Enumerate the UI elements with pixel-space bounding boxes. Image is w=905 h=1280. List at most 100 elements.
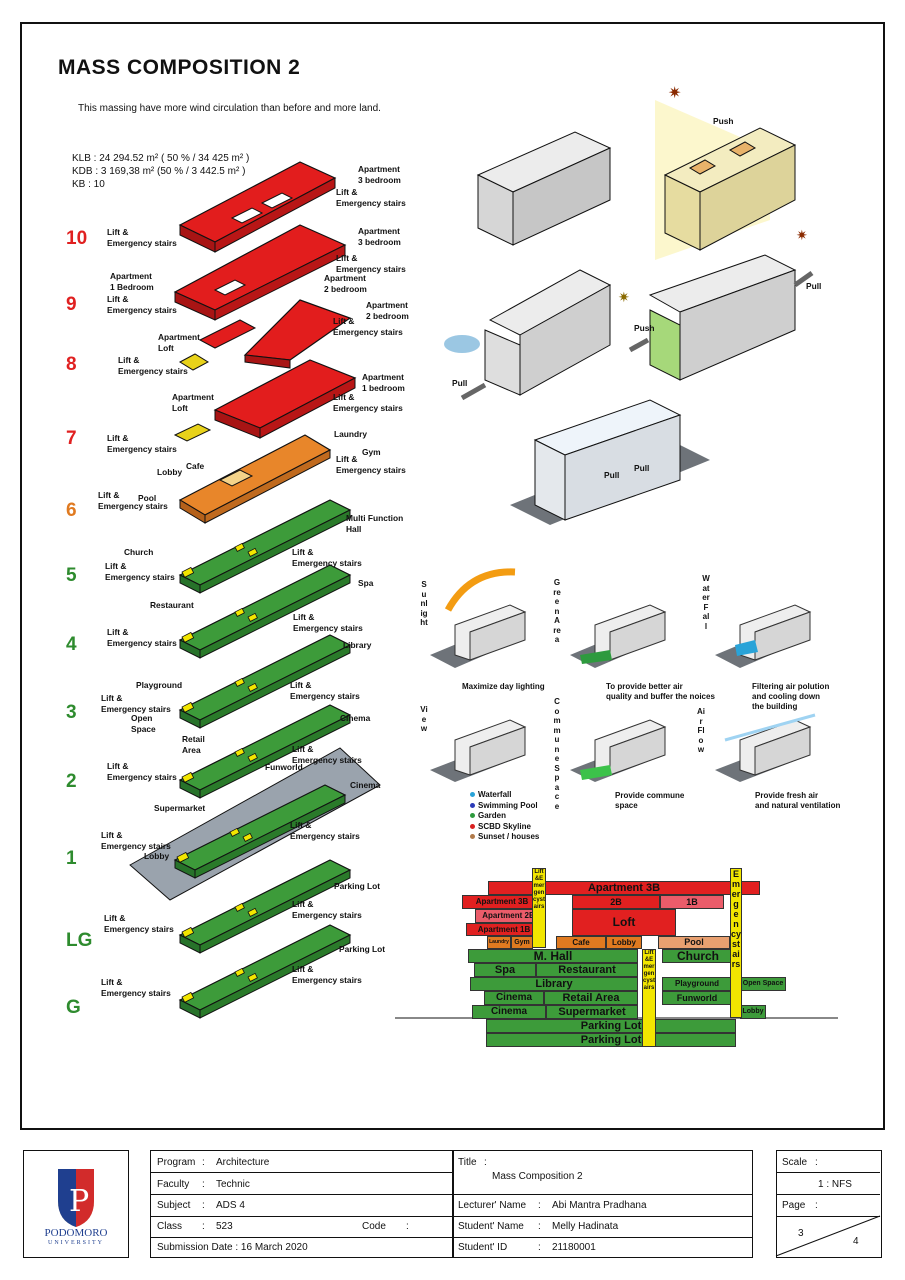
sec-pool: Pool	[658, 936, 730, 949]
level-10-slab	[178, 161, 337, 253]
sec-core-left: Lift&Emergencystairs	[532, 868, 546, 948]
info-box-left	[150, 1150, 454, 1258]
label-multi-function-hall: Multi Function Hall	[346, 513, 404, 534]
level-number-g: G	[66, 997, 81, 1018]
label-lift-rlg: Lift & Emergency stairs	[292, 899, 362, 920]
label-apartment-1br: Apartment 1 Bedroom	[110, 271, 154, 292]
legend-item: SCBD Skyline	[470, 822, 539, 833]
level-number-lg: LG	[66, 930, 93, 951]
level-9-slab	[173, 224, 347, 321]
label-library: Library	[343, 640, 372, 650]
program-value: Architecture	[216, 1157, 270, 1168]
legend-item: Swimming Pool	[470, 801, 539, 812]
subject-value: ADS 4	[216, 1200, 245, 1211]
sec-core-mid: Lift&Emergencystairs	[642, 949, 656, 1047]
kdb-stat: KDB : 3 169,38 m² (50 % / 3 442.5 m² )	[72, 166, 246, 177]
label-lift-rg: Lift & Emergency stairs	[292, 964, 362, 985]
label-parking-lg: Parking Lot	[334, 881, 381, 891]
label-lift-l10: Lift & Emergency stairs	[107, 227, 177, 248]
label-lift-r9a: Lift & Emergency stairs	[336, 253, 406, 274]
level-6-slab	[178, 434, 332, 524]
caption-daylighting: Maximize day lighting	[462, 682, 545, 691]
svg-text:✷: ✷	[668, 85, 681, 102]
label-apartment-2br-a: Apartment 2 bedroom	[324, 273, 367, 294]
strategy-air-flow: Air Flow	[697, 707, 705, 754]
sec-parking-1: Parking Lot	[486, 1019, 736, 1033]
view-legend: Waterfall Swimming Pool Garden SCBD Skyl…	[470, 790, 539, 843]
label-gym: Gym	[362, 447, 381, 457]
klb-stat: KLB : 24 294.52 m² ( 50 % / 34 425 m² )	[72, 153, 250, 164]
logo-subtitle: UNIVERSITY	[48, 1240, 104, 1246]
label-lobby: Lobby	[157, 467, 183, 477]
sec-lobby: Lobby	[606, 936, 642, 949]
intro-text: This massing have more wind circulation …	[78, 103, 381, 114]
sec-supermarket: Supermarket	[546, 1005, 638, 1019]
massing-step-2: ✷	[655, 85, 797, 260]
strategy-commune-space: Commune Space	[553, 697, 561, 811]
sec-restaurant: Restaurant	[536, 963, 638, 977]
title-value: Mass Composition 2	[492, 1171, 583, 1182]
label-push-top: Push	[713, 116, 734, 126]
label-pull-a: Pull	[604, 470, 620, 480]
label-laundry: Laundry	[334, 429, 368, 439]
label-lift-l4: Lift & Emergency stairs	[107, 627, 177, 648]
label-push-left: Push	[634, 323, 655, 333]
submission-date: Submission Date : 16 March 2020	[157, 1242, 308, 1253]
label-lift-r1: Lift & Emergency stairs	[290, 820, 360, 841]
level-number-4: 4	[66, 634, 77, 655]
level-number-9: 9	[66, 294, 77, 315]
student-key: Student' Name	[458, 1221, 524, 1232]
sec-cinema-1: Cinema	[472, 1005, 546, 1019]
lecturer-key: Lecturer' Name	[458, 1200, 527, 1211]
massing-step-1	[476, 131, 612, 246]
label-pull-b: Pull	[634, 463, 650, 473]
level-8-slab	[178, 299, 352, 371]
sec-core-right: Emergencystairs	[730, 868, 742, 1018]
label-apartment-loft-a: Apartment Loft	[158, 332, 200, 353]
sec-playground: Playground	[662, 977, 732, 991]
sec-1b: 1B	[660, 895, 724, 909]
sec-church: Church	[662, 949, 734, 963]
sec-retail-area: Retail Area	[544, 991, 638, 1005]
student-id-key: Student' ID	[458, 1242, 508, 1253]
kb-stat: KB : 10	[72, 179, 105, 190]
label-restaurant: Restaurant	[150, 600, 194, 610]
label-lift-r5: Lift & Emergency stairs	[292, 547, 362, 568]
label-lift-llg: Lift & Emergency stairs	[104, 913, 174, 934]
student-value: Melly Hadinata	[552, 1221, 619, 1232]
label-cinema-1: Cinema	[350, 780, 381, 790]
legend-item: Sunset / houses	[470, 832, 539, 843]
label-apartment-1br-b: Apartment 1 bedroom	[362, 372, 405, 393]
sec-loft: Loft	[572, 909, 676, 936]
level-number-8: 8	[66, 354, 77, 375]
level-number-2: 2	[66, 771, 77, 792]
strategy-view: View	[420, 705, 428, 733]
sec-apartment-3b: Apartment 3B	[462, 895, 542, 909]
label-apartment-3br: Apartment 3 bedroom	[358, 226, 401, 247]
level-number-1: 1	[66, 848, 77, 869]
sec-library: Library	[470, 977, 638, 991]
sec-cafe: Cafe	[556, 936, 606, 949]
svg-text:✷: ✷	[796, 227, 808, 243]
sec-lobby-2: Lobby	[740, 1005, 766, 1019]
sheet-title: MASS COMPOSITION 2	[58, 56, 301, 79]
scale-key: Scale	[782, 1157, 808, 1168]
caption-commune: Provide commune space	[615, 791, 685, 810]
label-lift-l9: Lift & Emergency stairs	[107, 294, 177, 315]
info-box-middle	[452, 1150, 753, 1258]
caption-water: Filtering air polution and cooling down …	[752, 682, 830, 711]
label-supermarket: Supermarket	[154, 803, 206, 813]
scale-value: 1 : NFS	[818, 1179, 852, 1190]
faculty-value: Technic	[216, 1179, 250, 1190]
sec-open-space: Open Space	[740, 977, 786, 991]
label-cafe: Cafe	[186, 461, 205, 471]
label-lift-r3: Lift & Emergency stairs	[290, 680, 360, 701]
caption-green: To provide better air quality and buffer…	[606, 682, 715, 701]
page-total: 4	[853, 1236, 859, 1247]
label-retail-area: Retail Area	[182, 734, 205, 755]
page-key: Page	[782, 1200, 806, 1211]
label-lift-r7: Lift & Emergency stairs	[333, 392, 403, 413]
label-lift-lg: Lift & Emergency stairs	[101, 977, 171, 998]
program-key: Program	[157, 1157, 196, 1168]
label-lift-l6: Lift & Emergency stairs	[98, 490, 168, 511]
